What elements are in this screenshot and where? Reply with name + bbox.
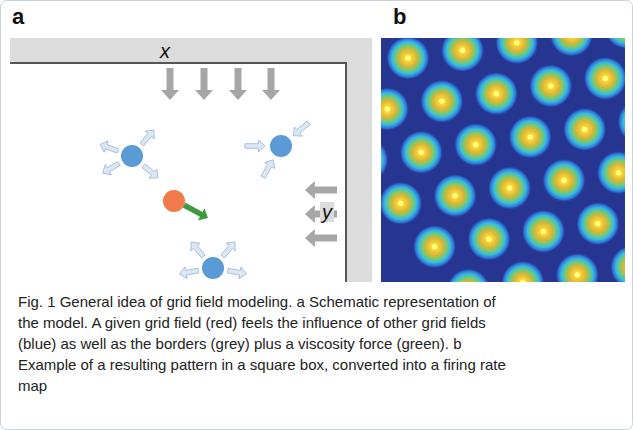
- repulsion-arrow: [245, 140, 265, 152]
- firing-field: [467, 217, 511, 261]
- force-arrows: [100, 68, 337, 279]
- firing-field: [441, 38, 485, 72]
- field-center: [562, 178, 567, 183]
- firing-field: [529, 64, 573, 108]
- field-center: [616, 170, 621, 175]
- firing-field: [399, 130, 443, 174]
- field-center: [398, 201, 403, 206]
- firing-field: [446, 268, 490, 282]
- firing-field: [521, 209, 565, 253]
- firing-field: [617, 100, 625, 144]
- field-center: [514, 40, 519, 45]
- repulsion-arrow: [180, 267, 199, 279]
- firing-field: [563, 107, 607, 151]
- repulsion-arrow: [140, 130, 154, 146]
- field-center: [582, 127, 587, 132]
- field-center: [460, 48, 465, 53]
- field-center: [473, 142, 478, 147]
- firing-field: [555, 253, 599, 282]
- field-center: [548, 84, 553, 89]
- grid-field-blue: [202, 257, 224, 279]
- repulsion-arrow: [103, 162, 121, 175]
- field-center: [541, 229, 546, 234]
- field-center: [487, 237, 492, 242]
- wall-force-arrow: [305, 229, 337, 247]
- firing-field: [381, 138, 389, 182]
- repulsion-arrow: [221, 242, 235, 258]
- firing-field: [583, 56, 625, 100]
- axis-label: y: [320, 202, 334, 222]
- panel-letter: a: [12, 4, 24, 30]
- wall-force-arrow: [229, 68, 247, 100]
- figure-caption: Fig. 1 General idea of grid field modeli…: [18, 291, 518, 396]
- repulsion-arrow: [261, 160, 275, 178]
- panel-letter: b: [393, 4, 406, 30]
- field-center: [575, 272, 580, 277]
- firing-field: [420, 79, 464, 123]
- field-center: [385, 107, 390, 112]
- grid-field-blue: [270, 135, 292, 157]
- field-center: [494, 91, 499, 96]
- firing-field: [454, 123, 498, 167]
- firing-field: [597, 151, 626, 195]
- firing-fields: [381, 38, 625, 282]
- wall-force-arrow: [262, 68, 280, 100]
- field-center: [453, 193, 458, 198]
- viscosity-arrow: [183, 203, 208, 221]
- grid-field-blue: [121, 145, 143, 167]
- field-center: [439, 99, 444, 104]
- field-center: [406, 56, 411, 61]
- repulsion-arrow: [293, 121, 310, 136]
- firing-field: [501, 260, 545, 282]
- firing-field: [386, 38, 430, 80]
- firing-field: [508, 115, 552, 159]
- field-center: [507, 186, 512, 191]
- axis-label: x: [158, 41, 172, 61]
- firing-field: [433, 174, 477, 218]
- firing-field: [549, 38, 593, 57]
- repulsion-arrow: [191, 242, 205, 258]
- field-center: [603, 76, 608, 81]
- field-center: [432, 244, 437, 249]
- firing-field: [474, 72, 518, 116]
- field-center: [595, 221, 600, 226]
- firing-field: [381, 87, 409, 131]
- firing-field: [610, 245, 625, 282]
- firing-field: [604, 38, 625, 49]
- firing-field: [488, 166, 532, 210]
- repulsion-arrow: [142, 164, 158, 178]
- firing-field: [413, 225, 457, 269]
- wall-force-arrow: [161, 68, 179, 100]
- grid-field-red: [163, 190, 185, 212]
- firing-field: [381, 181, 423, 225]
- firing-field: [576, 202, 620, 246]
- repulsion-arrow: [227, 267, 246, 279]
- repulsion-arrow: [100, 141, 119, 153]
- border-line: [10, 63, 346, 282]
- wall-force-arrow: [305, 181, 337, 199]
- firing-field: [495, 38, 539, 65]
- border-wall: [10, 38, 372, 282]
- field-center: [520, 280, 525, 282]
- wall-force-arrow: [195, 68, 213, 100]
- firing-field: [542, 158, 586, 202]
- field-center: [419, 150, 424, 155]
- field-center: [528, 135, 533, 140]
